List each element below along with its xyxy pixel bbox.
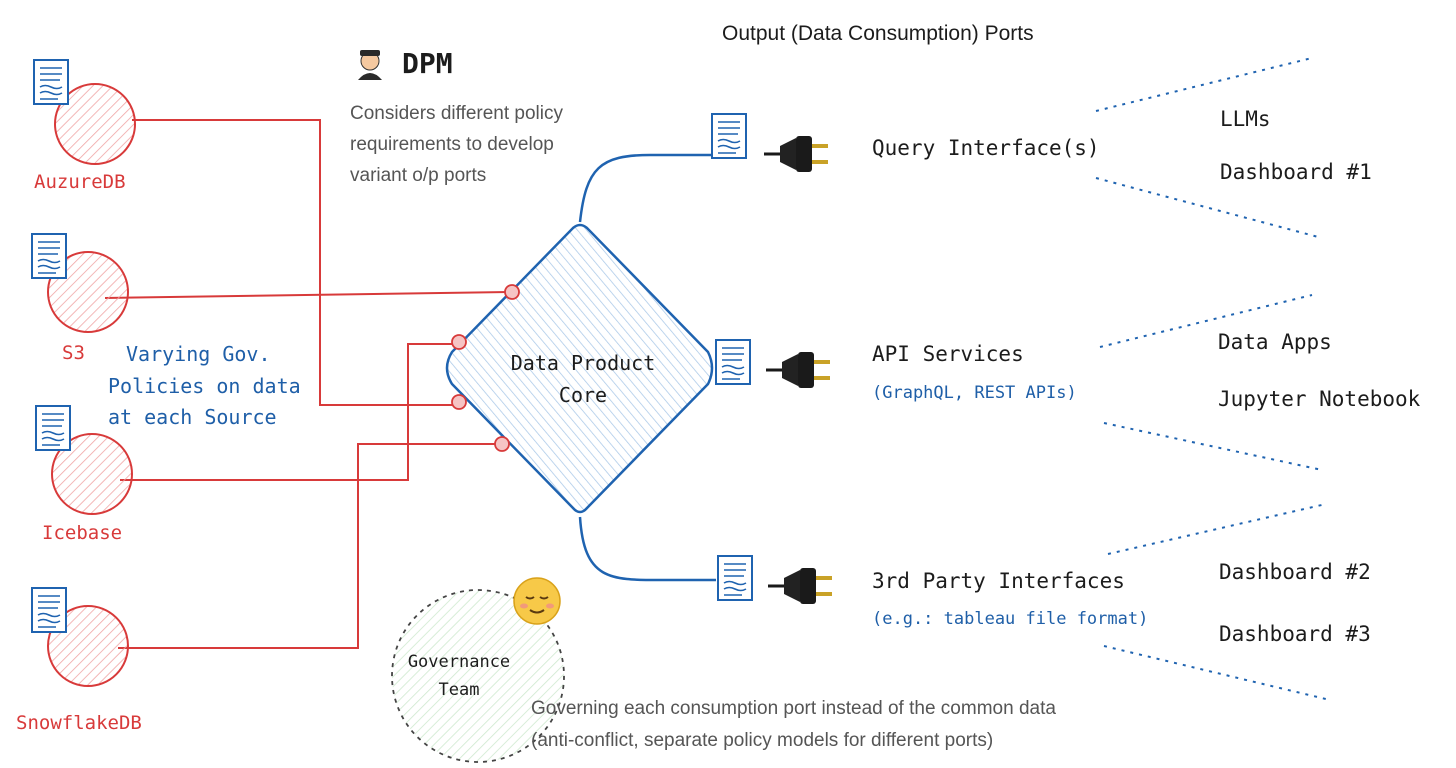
core-label-line-1: Data Product [511,351,656,375]
relieved-face-icon [513,577,561,625]
source-label-snowflakedb: SnowflakeDB [16,712,142,734]
dpm-person-icon [358,50,382,80]
port-query-interface [711,113,830,174]
source-s3 [31,233,129,333]
port-third-party [717,555,834,606]
port-api-services [715,339,832,390]
dpm-desc-line-3: variant o/p ports [350,165,486,186]
port-name-third-party: 3rd Party Interfaces [872,569,1125,593]
page-title: Output (Data Consumption) Ports [722,22,1034,45]
governance-note-line-1: Governing each consumption port instead … [531,698,1056,719]
consumer-dashboard-1: Dashboard #1 [1220,160,1372,184]
consumer-dashboard-3: Dashboard #3 [1219,622,1371,646]
gov-policies-line-3: at each Source [108,405,277,429]
consumer-dashboard-2: Dashboard #2 [1219,560,1371,584]
port-name-query: Query Interface(s) [872,136,1100,160]
governance-label-line-1: Governance [408,652,510,672]
governance-note-line-2: (anti-conflict, separate policy models f… [531,730,993,751]
source-label-icebase: Icebase [42,522,122,544]
consumer-llms: LLMs [1220,107,1271,131]
gov-policies-line-1: Varying Gov. [126,342,271,366]
dpm-desc-line-2: requirements to develop [350,134,554,155]
governance-team-circle [391,589,565,763]
dpm-desc-line-1: Considers different policy [350,103,563,124]
source-snowflakedb [31,587,129,687]
core-label-line-2: Core [559,383,607,407]
core-input-points [451,284,520,452]
source-icebase [35,405,133,515]
source-connectors [104,119,513,649]
port-sub-third-party: (e.g.: tableau file format) [872,609,1148,629]
governance-label-line-2: Team [439,680,480,700]
source-label-s3: S3 [62,342,85,364]
port-sub-api: (GraphQL, REST APIs) [872,383,1077,403]
consumer-data-apps: Data Apps [1218,330,1332,354]
core-port-links [578,153,716,582]
dpm-label: DPM [402,47,453,80]
gov-policies-line-2: Policies on data [108,374,301,398]
port-name-api: API Services [872,342,1024,366]
consumer-fanout-lines [1095,57,1331,701]
source-label-auzuredb: AuzureDB [34,171,126,193]
source-auzuredb [33,59,136,165]
consumer-jupyter: Jupyter Notebook [1218,387,1421,411]
